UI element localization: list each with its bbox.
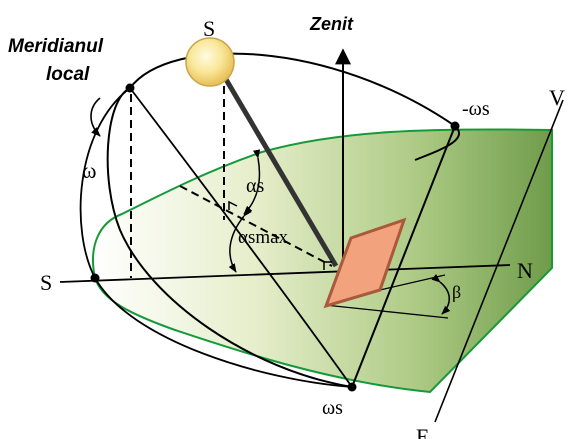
point-south — [90, 273, 100, 283]
point-minus-omega-s — [450, 121, 460, 131]
label-alpha-smax: αsmax — [238, 227, 289, 248]
right-angle-mark-2 — [323, 261, 332, 270]
omega-arrow — [90, 97, 101, 137]
sun — [185, 37, 235, 87]
west-east-axis — [434, 99, 564, 423]
label-meridian-line2: local — [46, 64, 90, 85]
solar-panel — [323, 217, 407, 309]
beta-arc — [431, 274, 451, 315]
point-meridian-top — [125, 83, 135, 93]
south-north-axis — [59, 264, 511, 283]
label-alpha-s: αs — [246, 175, 264, 197]
label-omega-s: ωs — [322, 397, 343, 419]
point-omega-s — [347, 382, 357, 392]
meridian-circle — [106, 87, 353, 388]
outer-arc — [79, 87, 353, 388]
tilt-ref-2 — [324, 304, 449, 319]
dashed-projection — [179, 185, 333, 267]
label-meridian-line1: Meridianul — [8, 36, 104, 57]
label-north: N — [517, 258, 533, 283]
label-omega: ω — [82, 158, 96, 183]
sun-ray — [221, 74, 339, 268]
right-angle-mark-1 — [228, 200, 238, 210]
sun-path-orbit — [129, 52, 460, 161]
hour-line — [351, 125, 456, 388]
label-minus-omega-s: -ωs — [462, 98, 490, 120]
label-beta: β — [452, 282, 461, 302]
label-sun: S — [203, 16, 215, 41]
label-west: V — [549, 85, 565, 110]
label-east: E — [416, 424, 429, 439]
alpha-smax-arc — [228, 207, 252, 273]
label-zenith: Zenit — [309, 14, 354, 34]
label-south: S — [40, 270, 52, 295]
